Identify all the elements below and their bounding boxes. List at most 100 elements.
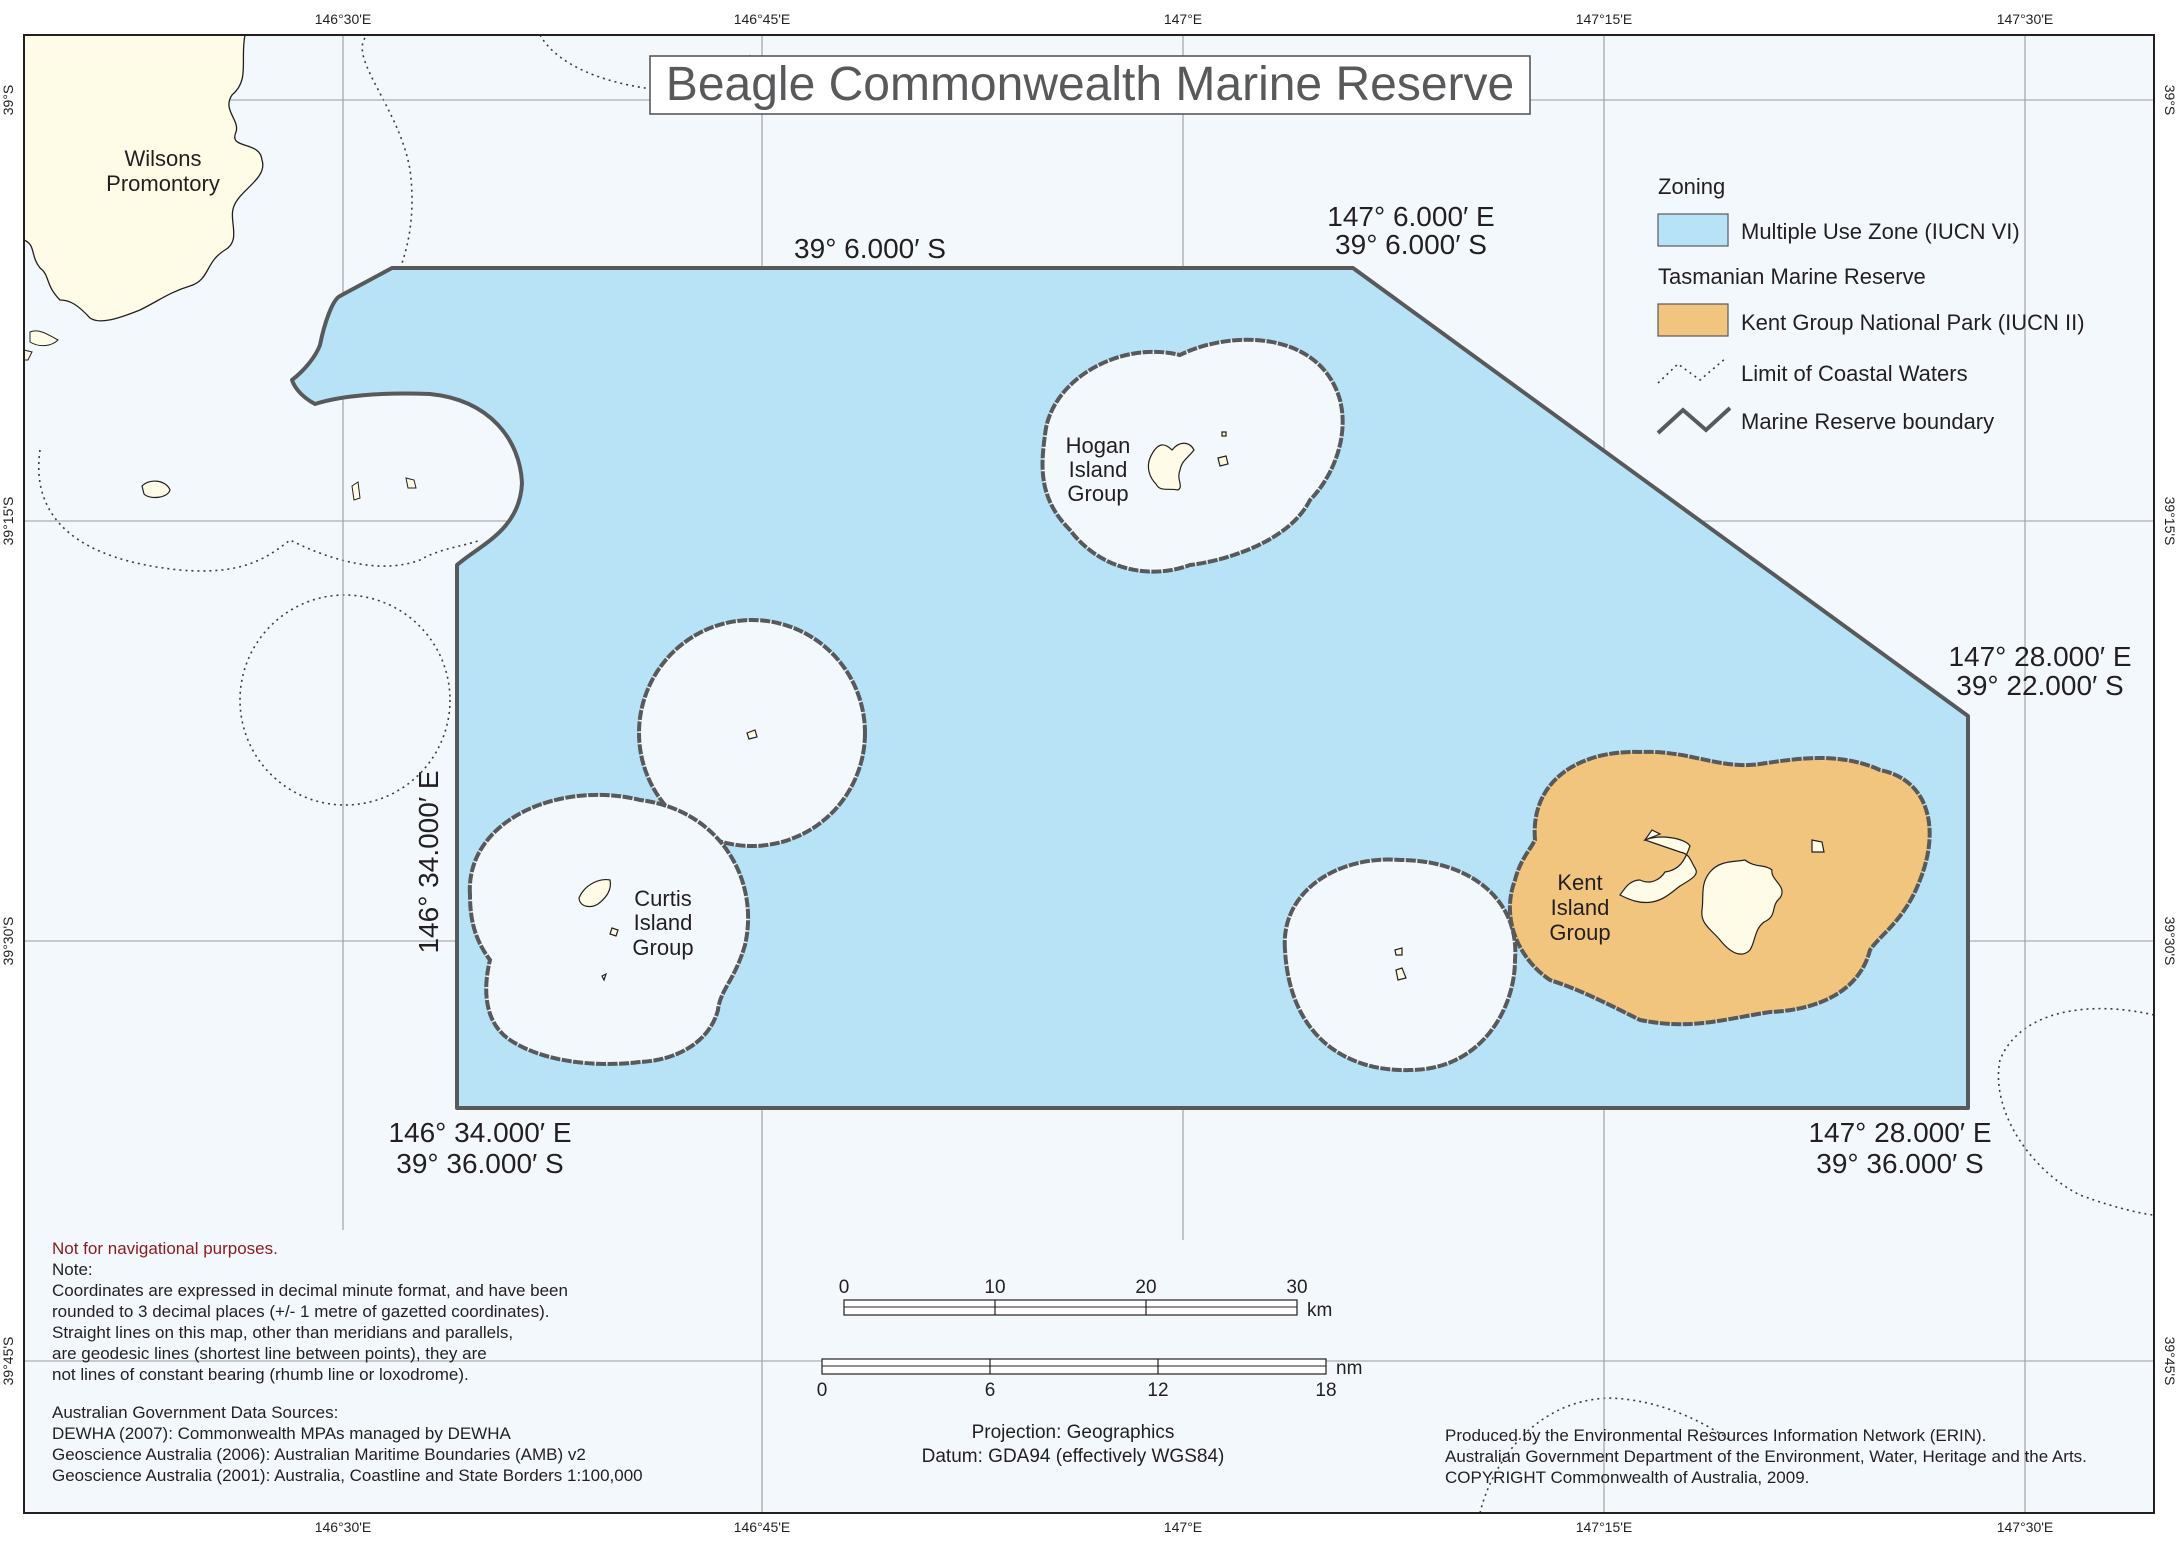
coord-e-lon: 147° 28.000′ E [1948,641,2131,672]
small-island [351,481,361,501]
coord-se-lon: 147° 28.000′ E [1808,1117,1991,1148]
tick-label: 39°45'S [2162,1337,2178,1386]
tick-label: 147°E [1164,11,1202,27]
small-island [746,729,758,740]
small-island [601,972,608,982]
small-island [609,927,619,937]
tick-label: 147°30'E [1997,11,2054,27]
tick-label: 147°15'E [1576,1519,1633,1535]
credit-line: Australian Government Department of the … [1445,1447,2087,1466]
small-island [1221,431,1227,437]
nm-tick: 18 [1315,1380,1336,1401]
tick-label: 146°45'E [734,1519,791,1535]
small-island [1811,839,1825,853]
tick-label: 39°S [2162,85,2178,116]
kent-label-line: Group [1549,920,1610,945]
coord-ne-lon: 147° 6.000′ E [1327,201,1494,232]
navigation-warning: Not for navigational purposes. [52,1239,278,1258]
small-island [141,480,171,499]
source-line: Geoscience Australia (2001): Australia, … [52,1466,643,1485]
legend-multiple-use-swatch [1657,213,1729,247]
curtis-island [578,879,611,908]
map-title: Beagle Commonwealth Marine Reserve [666,58,1514,111]
note-line: not lines of constant bearing (rhumb lin… [52,1365,469,1384]
legend-multiple-use-label: Multiple Use Zone (IUCN VI) [1741,219,2020,244]
tick-label: 146°45'E [734,11,791,27]
hogan-island-waters [1040,337,1345,574]
coord-west-edge: 146° 34.000′ E [413,770,444,953]
tick-label: 39°30'S [0,917,16,966]
map-frame [23,34,2155,1514]
projection-line: Projection: Geographics [972,1422,1175,1443]
tick-label: 39°15'S [0,497,16,546]
small-island [1395,967,1407,981]
scale-bar-km: 0 10 20 30 km [839,1277,1333,1321]
curtis-label-line: Group [632,935,693,960]
km-tick: 20 [1135,1277,1156,1298]
note-line: are geodesic lines (shortest line betwee… [52,1344,487,1363]
title-box [649,55,1531,115]
sources-heading: Australian Government Data Sources: [52,1403,338,1422]
hogan-label-line: Island [1069,457,1128,482]
islands [578,431,1825,982]
legend-boundary-label: Marine Reserve boundary [1741,409,1994,434]
hogan-label-line: Group [1067,481,1128,506]
small-island [1217,455,1229,467]
small-island [1643,829,1662,842]
tick-label: 147°15'E [1576,11,1633,27]
small-island [1394,947,1403,956]
source-line: DEWHA (2007): Commonwealth MPAs managed … [52,1424,512,1443]
legend-tas-heading: Tasmanian Marine Reserve [1658,264,1926,289]
nm-unit: nm [1336,1358,1362,1379]
kent-label-line: Kent [1557,870,1602,895]
excluded-waters [467,337,1518,1073]
kent-island-west [1619,836,1697,904]
tick-label: 39°15'S [2162,497,2178,546]
km-tick: 10 [984,1277,1005,1298]
tick-label: 147°30'E [1997,1519,2054,1535]
coord-sw-lon: 146° 34.000′ E [388,1117,571,1148]
scale-bar-nm: 0 6 12 18 nm [817,1358,1363,1401]
coord-e-lat: 39° 22.000′ S [1956,670,2123,701]
coord-sw-lat: 39° 36.000′ S [396,1148,563,1179]
legend-kent-park-label: Kent Group National Park (IUCN II) [1741,310,2085,335]
nm-tick: 12 [1147,1380,1168,1401]
hogan-label-line: Hogan [1066,433,1131,458]
legend-boundary-symbol [1656,406,1732,435]
wilsons-label-line: Promontory [106,171,220,196]
wilsons-label-line: Wilsons [124,146,201,171]
curtis-island-waters [467,792,751,1066]
longitude-ticks-bottom: 146°30'E 146°45'E 147°E 147°15'E 147°30'… [315,1519,2054,1535]
nm-tick: 6 [985,1380,996,1401]
km-tick: 0 [839,1277,850,1298]
projection-info: Projection: Geographics Datum: GDA94 (ef… [922,1422,1225,1467]
place-labels: Wilsons Promontory Hogan Island Group Cu… [106,146,1610,960]
tick-label: 146°30'E [315,11,372,27]
datum-line: Datum: GDA94 (effectively WGS84) [922,1446,1225,1467]
legend-coastal-limit-symbol [1657,357,1727,384]
legend-coastal-limit-label: Limit of Coastal Waters [1741,361,1968,386]
source-line: Geoscience Australia (2006): Australian … [52,1445,586,1464]
coord-se-lat: 39° 36.000′ S [1816,1148,1983,1179]
tick-label: 39°S [0,85,16,116]
legend-zoning-heading: Zoning [1658,174,1725,199]
credit-line: Produced by the Environmental Resources … [1445,1426,1986,1445]
latitude-ticks-left: 39°S 39°15'S 39°30'S 39°45'S [0,85,16,1386]
coord-ne-lat: 39° 6.000′ S [1335,229,1487,260]
notes-block: Not for navigational purposes. Note: Coo… [52,1239,643,1485]
nm-tick: 0 [817,1380,828,1401]
latitude-ticks-right: 39°S 39°15'S 39°30'S 39°45'S [2162,85,2178,1386]
hogan-island [1147,442,1195,491]
tick-label: 146°30'E [315,1519,372,1535]
wilsons-promontory-land [23,34,264,322]
note-line: Straight lines on this map, other than m… [52,1323,513,1342]
corner-coordinates: 39° 6.000′ S 147° 6.000′ E 39° 6.000′ S … [388,201,2131,1179]
coord-nw-lat: 39° 6.000′ S [794,233,946,264]
kent-label-line: Island [1551,895,1610,920]
tick-label: 147°E [1164,1519,1202,1535]
tick-label: 39°45'S [0,1337,16,1386]
note-line: Coordinates are expressed in decimal min… [52,1281,568,1300]
island-waters [1282,857,1518,1073]
curtis-label-line: Curtis [634,886,691,911]
